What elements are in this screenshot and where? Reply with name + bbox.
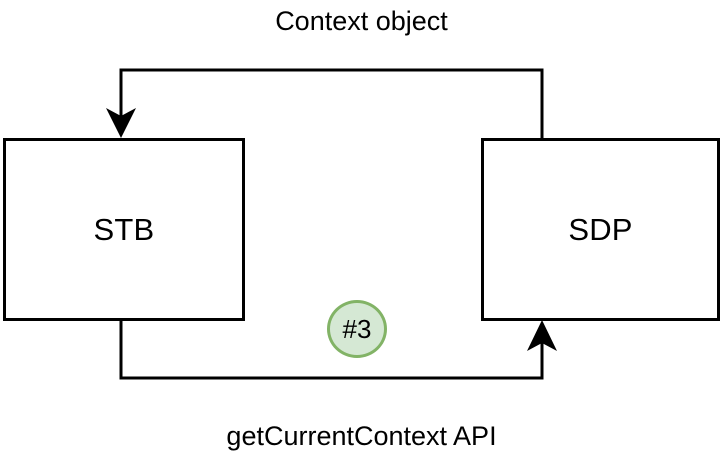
step-badge-3[interactable]: #3 [327,300,387,358]
connector-sdp-to-stb [106,68,544,138]
node-stb-label: STB [93,212,155,247]
arrowhead-down-icon [106,108,136,138]
connector-stb-to-sdp-path [119,321,544,380]
node-stb[interactable]: STB [3,138,245,321]
arrowhead-up-icon [527,320,557,351]
step-badge-label: #3 [342,314,372,344]
connector-stb-to-sdp [119,320,557,380]
edge-label-getcurrentcontext-api: getCurrentContext API [226,421,497,451]
node-sdp-label: SDP [568,212,633,247]
edge-label-context-object: Context object [275,6,448,36]
node-sdp[interactable]: SDP [481,138,720,321]
connector-sdp-to-stb-path [119,68,544,138]
